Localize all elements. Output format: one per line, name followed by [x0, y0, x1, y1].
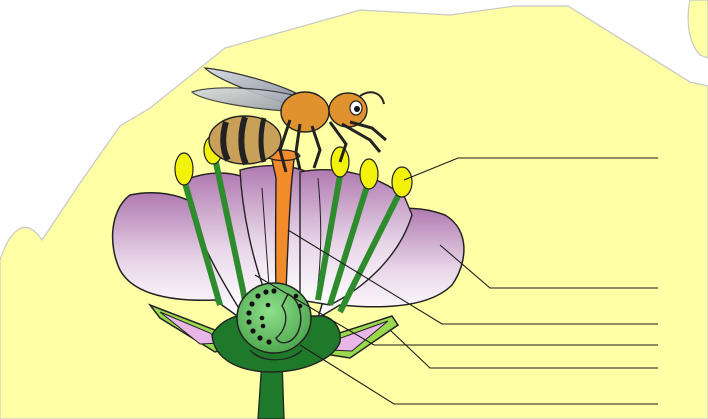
anther-5 [392, 167, 412, 197]
ovary [237, 283, 311, 353]
background-cell-corner [688, 0, 708, 58]
anther-1 [175, 153, 193, 185]
anther-4 [360, 159, 378, 189]
